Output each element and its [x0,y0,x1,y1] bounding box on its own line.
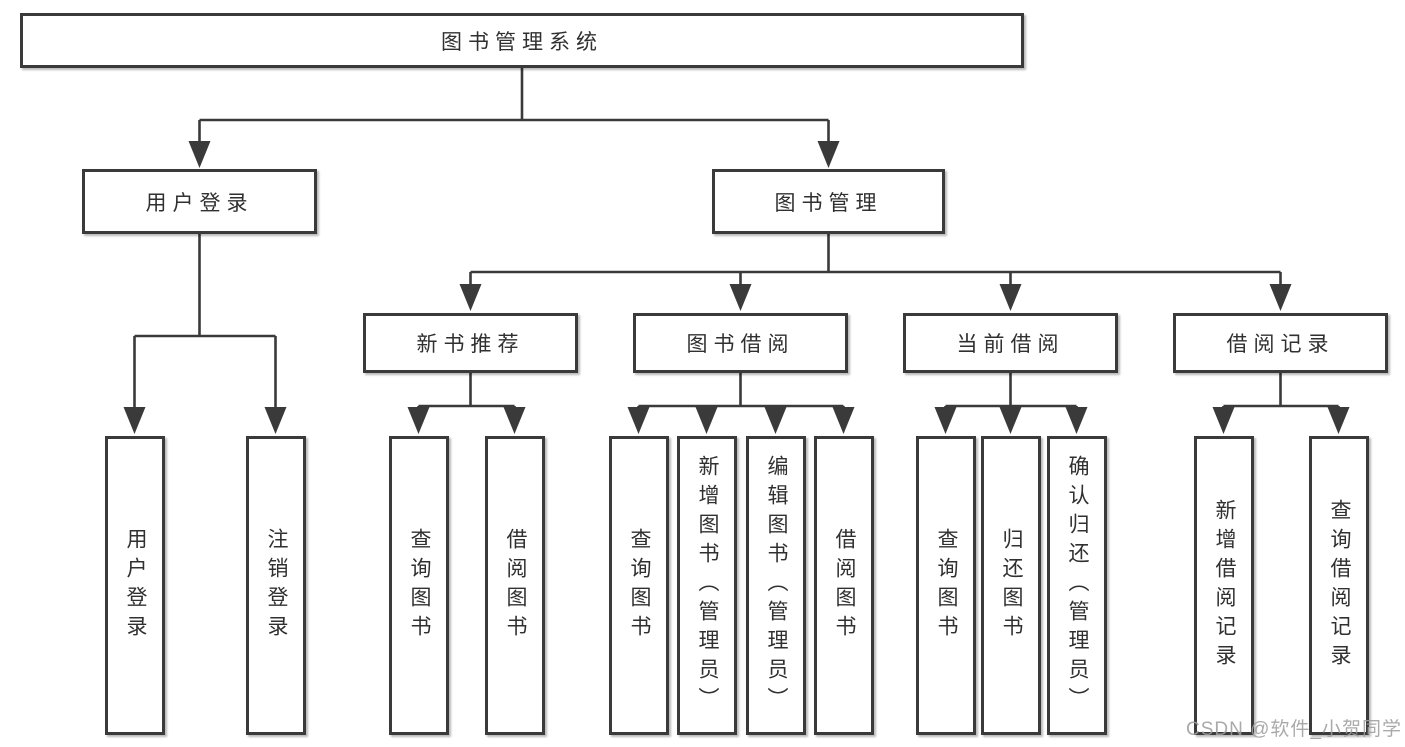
leaf-query-borrow-record: 查询借阅记录 [1309,436,1369,735]
node-library-system: 图书管理系统 [20,13,1024,68]
leaf-user-login: 用户登录 [105,436,165,735]
leaf-logout-login: 注销登录 [246,436,306,735]
node-borrowing-records: 借阅记录 [1173,313,1388,373]
leaf-return-books: 归还图书 [981,436,1041,735]
leaf-borrow-books-recommend: 借阅图书 [485,436,545,735]
leaf-query-books-borrowing: 查询图书 [609,436,669,735]
node-current-borrowing: 当前借阅 [903,313,1118,373]
leaf-add-borrow-record: 新增借阅记录 [1194,436,1254,735]
node-book-borrowing: 图书借阅 [633,313,848,373]
leaf-add-books-admin: 新增图书（管理员） [677,436,737,735]
leaf-edit-books-admin: 编辑图书（管理员） [746,436,806,735]
leaf-query-books-recommend: 查询图书 [389,436,449,735]
leaf-query-books-current: 查询图书 [916,436,976,735]
csdn-watermark: CSDN @软件_小贺同学 [1186,719,1402,740]
node-new-book-recommend: 新书推荐 [363,313,578,373]
leaf-confirm-return-admin: 确认归还（管理员） [1047,436,1107,735]
node-user-login: 用户登录 [82,169,317,234]
node-book-management: 图书管理 [712,169,945,234]
leaf-borrow-books-borrowing: 借阅图书 [814,436,874,735]
